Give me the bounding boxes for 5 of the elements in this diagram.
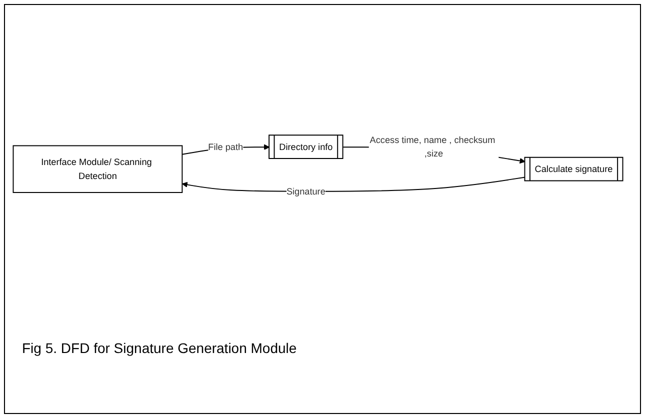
- caption: Fig 5. DFD for Signature Generation Module: [22, 340, 297, 356]
- edge-label: Access time, name , checksum ,size: [370, 134, 496, 159]
- edge-label: Signature: [286, 186, 326, 197]
- node-box: Interface Module/ Scanning Detection: [12, 146, 183, 194]
- edge-label: File path: [208, 142, 244, 152]
